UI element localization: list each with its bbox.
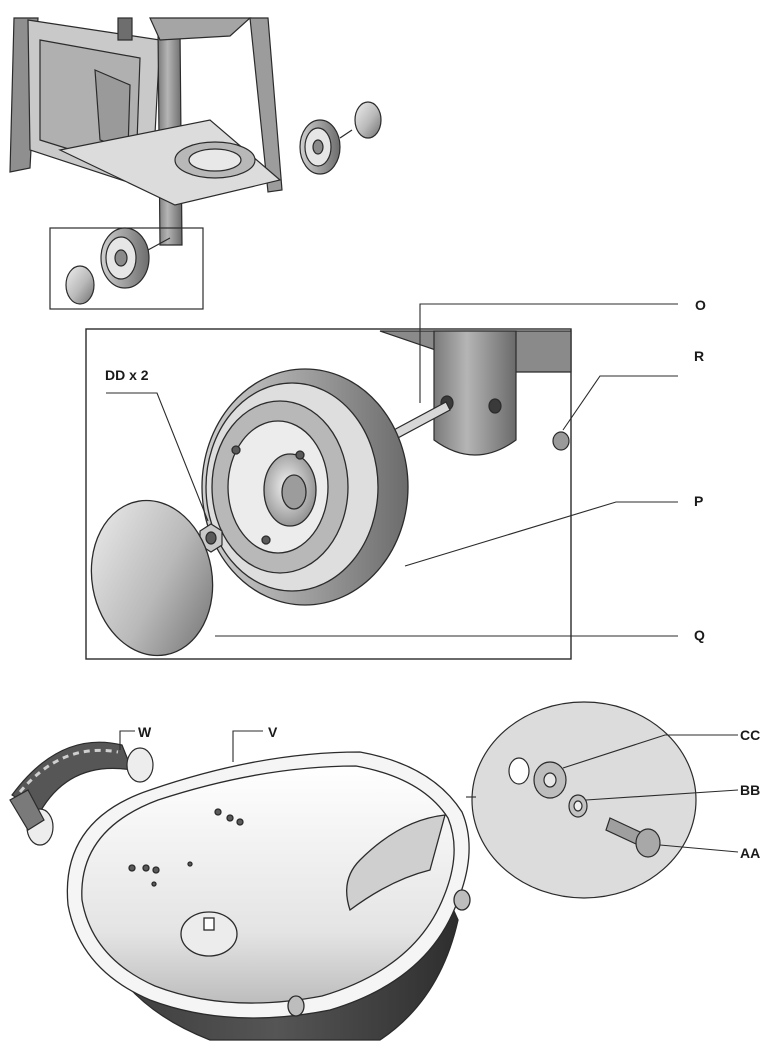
callout-CC: CC xyxy=(740,727,761,743)
cap-R xyxy=(552,431,570,451)
lower-small-wheel xyxy=(100,227,171,289)
leader-lines-wheel xyxy=(106,303,678,637)
nut-DD xyxy=(199,523,223,553)
wheel-detail-frame xyxy=(85,328,572,660)
upper-wheel xyxy=(299,119,353,175)
callout-W: W xyxy=(138,724,152,740)
callout-O: O xyxy=(695,297,706,313)
callout-AA: AA xyxy=(740,845,761,861)
callout-DD: DD x 2 xyxy=(105,367,149,383)
callout-R: R xyxy=(694,348,705,364)
leader-lines-bowl xyxy=(119,730,739,853)
callout-V: V xyxy=(268,724,278,740)
wheel-P xyxy=(201,368,409,606)
callout-BB: BB xyxy=(740,782,761,798)
upper-hubcap xyxy=(354,101,382,139)
callout-Q: Q xyxy=(694,627,705,643)
cart-frame xyxy=(9,17,283,246)
bowl-V xyxy=(66,751,471,1041)
hubcap-Q xyxy=(90,499,214,657)
callout-P: P xyxy=(694,493,704,509)
hardware-detail xyxy=(471,701,697,899)
frame-leg-post xyxy=(379,330,572,456)
lower-small-hubcap xyxy=(65,265,95,305)
handle-W xyxy=(9,741,154,846)
